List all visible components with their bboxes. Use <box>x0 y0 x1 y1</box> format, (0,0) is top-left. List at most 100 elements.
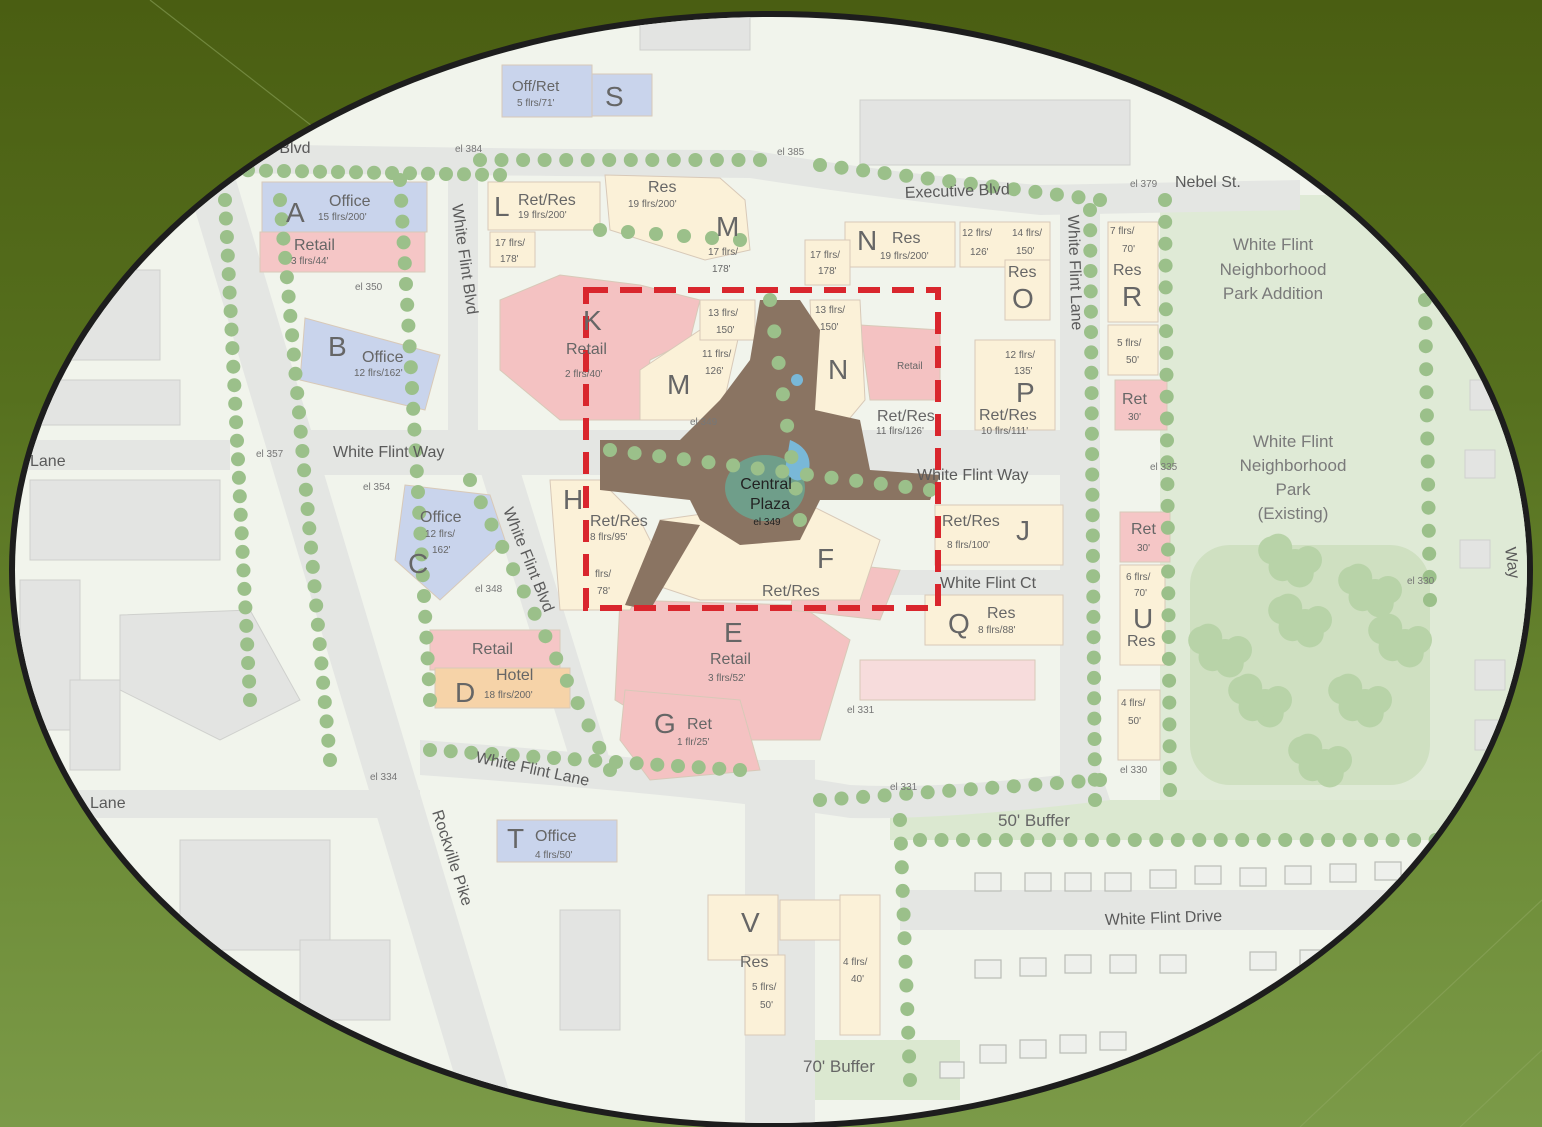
street-label-white-flint-way-west: White Flint Way <box>333 444 444 461</box>
tree-icon <box>1450 833 1464 847</box>
block-f-letter: F <box>817 543 834 574</box>
tree-icon <box>1084 426 1099 441</box>
tree-icon <box>920 171 935 186</box>
tree-icon <box>421 672 436 687</box>
elevation-label: el 349 <box>690 417 718 428</box>
tree-icon <box>241 656 256 670</box>
tree-icon <box>285 328 300 343</box>
tree-icon <box>559 673 574 688</box>
tree-icon <box>235 544 250 559</box>
buffer-labels: 50' Buffer 70' Buffer <box>803 811 1070 1076</box>
tree-icon <box>580 153 595 167</box>
street-label-lane-west-2: Lane <box>90 795 126 812</box>
tree-icon <box>409 464 424 479</box>
tree-icon <box>1161 608 1176 623</box>
tree-icon <box>300 502 315 516</box>
park-addition-label-line: White Flint <box>1233 235 1314 254</box>
tree-icon <box>319 714 334 729</box>
tree-icon <box>1086 630 1101 645</box>
tree-icon <box>621 225 635 239</box>
tree-icon <box>323 753 337 767</box>
tree-icon <box>731 153 746 167</box>
buffer-label-north: 50' Buffer <box>998 811 1070 830</box>
elevation-label: el 384 <box>455 144 483 155</box>
tree-icon <box>1162 673 1177 688</box>
tree-icon <box>393 173 407 187</box>
block-t-detail: 4 flrs/50' <box>535 850 573 861</box>
tree-icon <box>1251 689 1280 718</box>
tree-icon <box>1159 389 1174 404</box>
block-a-use2: Retail <box>294 237 335 254</box>
tree-icon <box>443 744 458 759</box>
street-label-white-flint-ct: White Flint Ct <box>940 575 1037 592</box>
tree-icon <box>463 473 477 487</box>
tree-icon <box>420 651 435 666</box>
tree-icon <box>733 763 747 777</box>
tree-icon <box>1419 408 1434 423</box>
street-label-nebel-st: Nebel St. <box>1175 174 1241 191</box>
tree-icon <box>985 780 1000 795</box>
tree-icon <box>307 579 322 594</box>
tree-icon <box>1086 589 1101 604</box>
tree-icon <box>753 153 767 167</box>
tree-icon <box>1084 386 1099 401</box>
tree-icon <box>233 507 248 522</box>
tree-icon <box>1158 193 1172 207</box>
tree-icon <box>232 489 247 504</box>
block-t-letter: T <box>507 823 524 854</box>
tree-icon <box>1006 779 1021 794</box>
tree-icon <box>1423 593 1437 607</box>
tree-icon <box>666 153 681 167</box>
tree-icon <box>302 521 317 536</box>
tree-icon <box>1158 302 1173 317</box>
tree-icon <box>942 783 957 798</box>
tree-icon <box>227 378 242 393</box>
tree-icon <box>1211 639 1240 668</box>
tree-icon <box>1391 629 1420 658</box>
tree-icon <box>1311 749 1340 778</box>
tree-icon <box>421 166 435 181</box>
tree-icon <box>1087 772 1102 787</box>
tree-icon <box>1163 783 1177 797</box>
tree-icon <box>1159 411 1174 426</box>
tree-icon <box>581 718 596 733</box>
tree-icon <box>1158 258 1173 273</box>
tree-icon <box>834 160 849 175</box>
tree-icon <box>286 347 301 362</box>
block-m-top-side: 178' <box>712 264 731 275</box>
block-n-letter: N <box>828 354 848 385</box>
tree-icon <box>1385 833 1400 847</box>
tree-icon <box>457 167 471 182</box>
tree-icon <box>920 785 935 800</box>
tree-icon <box>274 212 289 227</box>
tree-icon <box>221 267 236 282</box>
tree-icon <box>231 452 245 467</box>
tree-icon <box>1162 695 1177 710</box>
tree-icon <box>1083 203 1097 217</box>
park-addition-label-line: Neighborhood <box>1220 260 1327 279</box>
tree-icon <box>276 231 291 246</box>
tree-icon <box>956 833 970 847</box>
tree-icon <box>592 740 607 755</box>
block-v-letter: V <box>741 907 760 938</box>
block-o-side: 14 flrs/ <box>1012 228 1042 239</box>
tree-icon <box>310 617 325 632</box>
tree-icon <box>367 165 381 180</box>
tree-icon <box>473 153 487 167</box>
tree-icon <box>242 674 257 689</box>
elevation-label: el 354 <box>363 482 391 493</box>
tree-icon <box>705 231 719 245</box>
tree-icon <box>1028 184 1043 199</box>
tree-icon <box>495 539 510 554</box>
tree-icon <box>1471 833 1486 847</box>
tree-icon <box>1063 833 1078 847</box>
tree-icon <box>1087 691 1102 706</box>
elevation-label: el 331 <box>890 782 918 793</box>
block-m-letter: M <box>667 369 690 400</box>
block-j-letter: J <box>1016 515 1030 546</box>
block-n-detail: 11 flrs/126' <box>876 426 924 437</box>
tree-icon <box>1084 325 1098 340</box>
tree-icon <box>1161 564 1176 579</box>
tree-icon <box>1106 833 1121 847</box>
